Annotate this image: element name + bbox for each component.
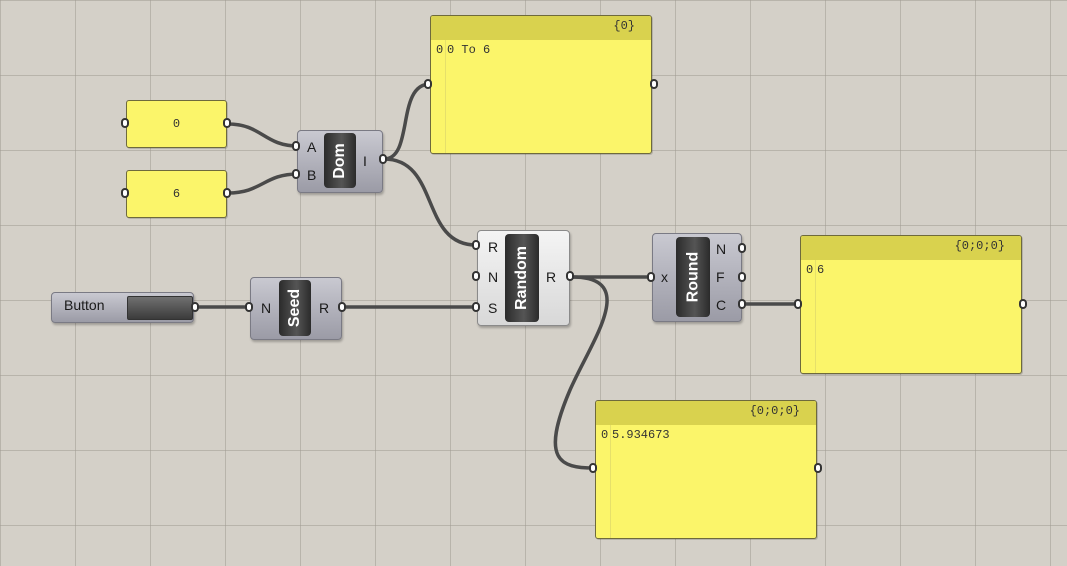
domain-input-a-grip[interactable]: [292, 141, 300, 151]
round-component[interactable]: x Round N F C: [652, 233, 742, 322]
round-panel-output-grip[interactable]: [1019, 299, 1027, 309]
domain-panel-index: 0: [436, 43, 444, 57]
random-input-r-grip[interactable]: [472, 240, 480, 250]
seed-nickname: Seed: [279, 280, 311, 336]
round-output-c-label: C: [716, 297, 727, 313]
wire-a-to-dom: [226, 122, 300, 148]
domain-input-a-label: A: [307, 139, 317, 155]
button-face[interactable]: [127, 296, 193, 320]
random-output-r-label: R: [546, 269, 557, 285]
number-panel-a[interactable]: 0: [126, 100, 227, 148]
random-panel-output-grip[interactable]: [814, 463, 822, 473]
round-output-c-grip[interactable]: [738, 299, 746, 309]
domain-input-b-grip[interactable]: [292, 169, 300, 179]
number-panel-b-value: 6: [172, 187, 181, 201]
domain-panel-input-grip[interactable]: [424, 79, 432, 89]
wire-dom-to-panel: [382, 82, 432, 161]
round-input-x-grip[interactable]: [647, 272, 655, 282]
random-panel-input-grip[interactable]: [589, 463, 597, 473]
domain-input-b-label: B: [307, 167, 317, 183]
number-panel-b-input-grip[interactable]: [121, 188, 129, 198]
round-panel-input-grip[interactable]: [794, 299, 802, 309]
random-input-s-grip[interactable]: [472, 302, 480, 312]
number-panel-a-output-grip[interactable]: [223, 118, 231, 128]
random-component[interactable]: R N S Random R: [477, 230, 570, 326]
domain-nickname: Dom: [324, 133, 356, 188]
random-panel-index: 0: [601, 428, 609, 442]
button-component[interactable]: Button: [51, 292, 194, 323]
number-panel-a-value: 0: [172, 117, 181, 131]
construct-domain-component[interactable]: A B Dom I: [297, 130, 383, 193]
round-input-x-label: x: [661, 269, 668, 285]
number-panel-a-input-grip[interactable]: [121, 118, 129, 128]
seed-output-r-grip[interactable]: [338, 302, 346, 312]
round-output-n-label: N: [716, 241, 727, 257]
number-panel-b[interactable]: 6: [126, 170, 227, 218]
seed-component[interactable]: N Seed R: [250, 277, 342, 340]
seed-output-r-label: R: [319, 300, 330, 316]
wire-b-to-dom: [226, 172, 300, 195]
domain-output-i-grip[interactable]: [379, 154, 387, 164]
number-panel-b-output-grip[interactable]: [223, 188, 231, 198]
random-input-r-label: R: [488, 239, 499, 255]
seed-input-n-label: N: [261, 300, 272, 316]
random-input-n-grip[interactable]: [472, 271, 480, 281]
domain-panel-output-grip[interactable]: [650, 79, 658, 89]
round-panel-index: 0: [806, 263, 814, 277]
round-output-f-grip[interactable]: [738, 272, 746, 282]
round-panel-path: {0;0;0}: [801, 236, 1021, 260]
random-panel-path: {0;0;0}: [596, 401, 816, 425]
random-input-n-label: N: [488, 269, 499, 285]
round-output-f-label: F: [716, 269, 725, 285]
button-output-grip[interactable]: [191, 302, 199, 312]
round-panel-value: 6: [817, 263, 825, 277]
round-nickname: Round: [676, 237, 710, 317]
random-output-r-grip[interactable]: [566, 271, 574, 281]
domain-panel-path: {0}: [431, 16, 651, 40]
random-panel-value: 5.934673: [612, 428, 670, 442]
round-output-n-grip[interactable]: [738, 243, 746, 253]
domain-output-i-label: I: [363, 153, 367, 169]
random-nickname: Random: [505, 234, 539, 322]
button-label: Button: [64, 297, 105, 313]
random-input-s-label: S: [488, 300, 498, 316]
wire-random-to-panel: [553, 275, 609, 470]
domain-panel-value: 0 To 6: [447, 43, 491, 57]
wire-dom-to-random: [382, 157, 478, 247]
seed-input-n-grip[interactable]: [245, 302, 253, 312]
